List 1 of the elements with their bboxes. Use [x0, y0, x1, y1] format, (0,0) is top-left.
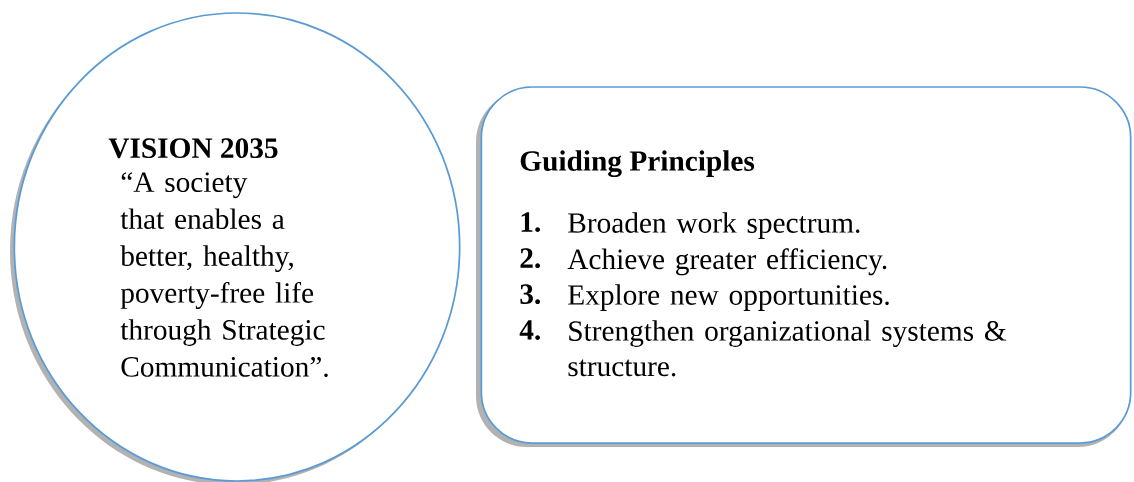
principles-box: Guiding Principles 1. Broaden work spectrum. 2. Achieve greater efficiency. 3. Explore new opportunities. 4. Strengthen organizational systems & structure. [476, 86, 1132, 447]
